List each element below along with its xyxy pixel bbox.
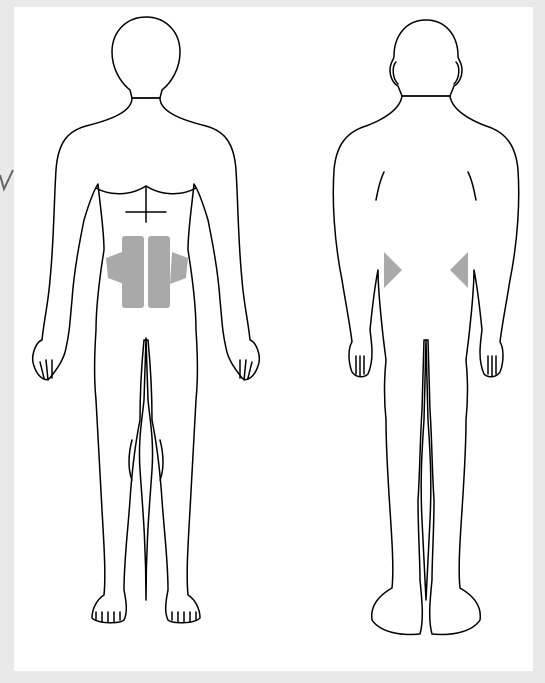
back-fingers-left <box>356 356 364 376</box>
front-highlight-left-flank <box>106 252 124 284</box>
front-highlight-abdomen-left <box>122 236 144 308</box>
front-toes-right <box>172 612 196 622</box>
back-ears <box>393 62 459 84</box>
back-fingers-right <box>488 356 496 376</box>
front-figure <box>33 17 260 623</box>
front-highlight-right-flank <box>170 252 188 284</box>
check-mark-icon <box>0 170 13 189</box>
back-upper-lines <box>376 172 476 200</box>
back-figure <box>333 20 518 634</box>
front-toes-left <box>96 612 120 622</box>
front-highlight-abdomen-right <box>148 236 170 308</box>
back-highlight-left-flank <box>384 252 402 288</box>
back-head <box>390 20 462 96</box>
back-highlight-right-flank <box>450 252 468 288</box>
front-head <box>112 17 180 98</box>
